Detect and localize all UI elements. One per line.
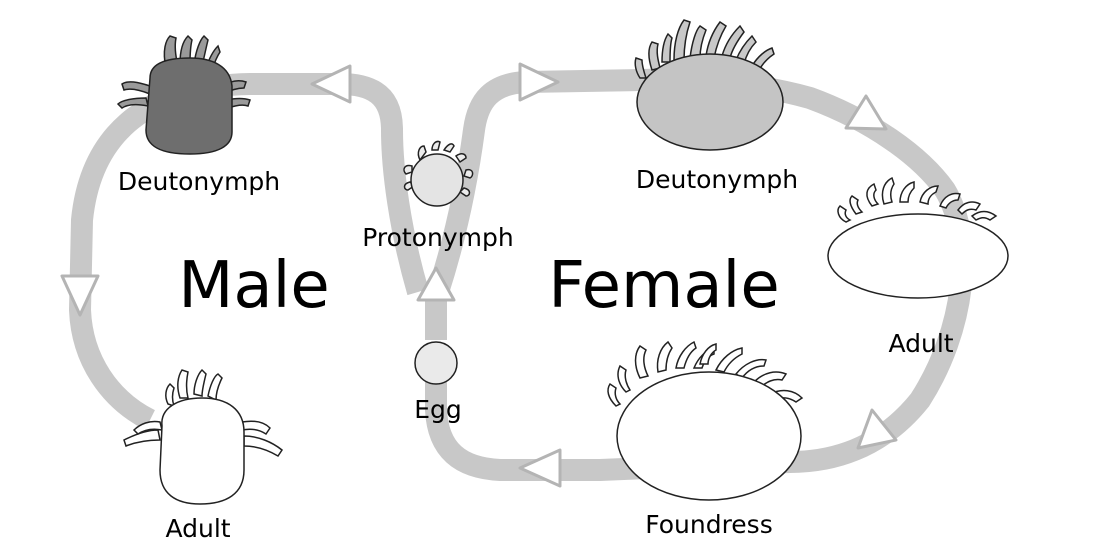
protonymph-label: Protonymph [362,223,513,252]
male-section-label: Male [178,249,330,323]
foundress-mite [608,342,802,500]
arrowhead-male-top [312,66,350,102]
arrowhead-male-left [62,276,98,315]
male-adult-mite [124,370,282,504]
egg-label: Egg [414,395,462,424]
foundress-label: Foundress [645,510,773,539]
female-adult-mite [828,178,1008,298]
male-deutonymph-mite [118,36,250,154]
female-adult-label: Adult [888,329,953,358]
male-deutonymph-label: Deutonymph [118,167,280,196]
labels: Male Female Deutonymph Adult Protonymph … [118,165,954,543]
egg [415,342,457,384]
female-section-label: Female [548,249,779,323]
female-deutonymph-mite [635,20,783,150]
arrowhead-female-top [520,64,558,100]
male-adult-label: Adult [165,514,230,543]
female-deutonymph-label: Deutonymph [636,165,798,194]
